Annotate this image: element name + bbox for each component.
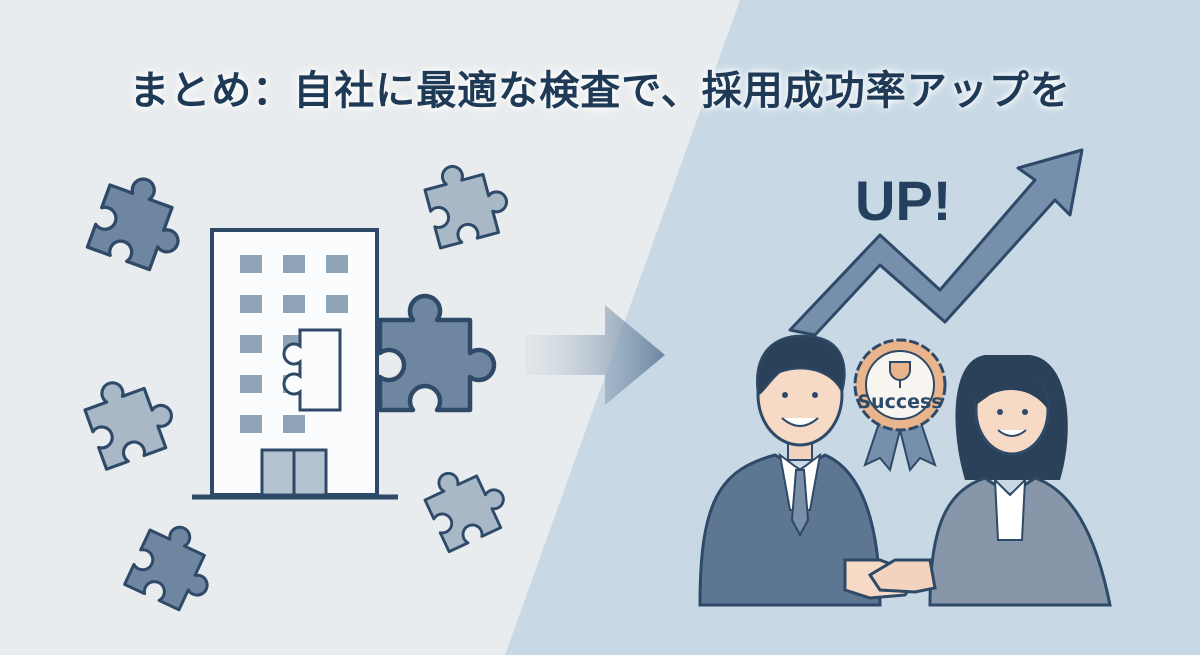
- trend-up-arrow-icon: [788, 148, 1084, 337]
- businessman: [698, 334, 882, 607]
- success-badge-icon: Success: [853, 338, 947, 473]
- page-title: まとめ：自社に最適な検査で、採用成功率アップを: [129, 68, 1071, 114]
- building-icon: [192, 228, 398, 500]
- businesswoman: [928, 355, 1112, 607]
- handshake-icon: [843, 558, 937, 600]
- arrow-right-icon: [525, 305, 665, 405]
- badge-label: Success: [857, 391, 942, 413]
- up-label: UP!: [855, 169, 952, 232]
